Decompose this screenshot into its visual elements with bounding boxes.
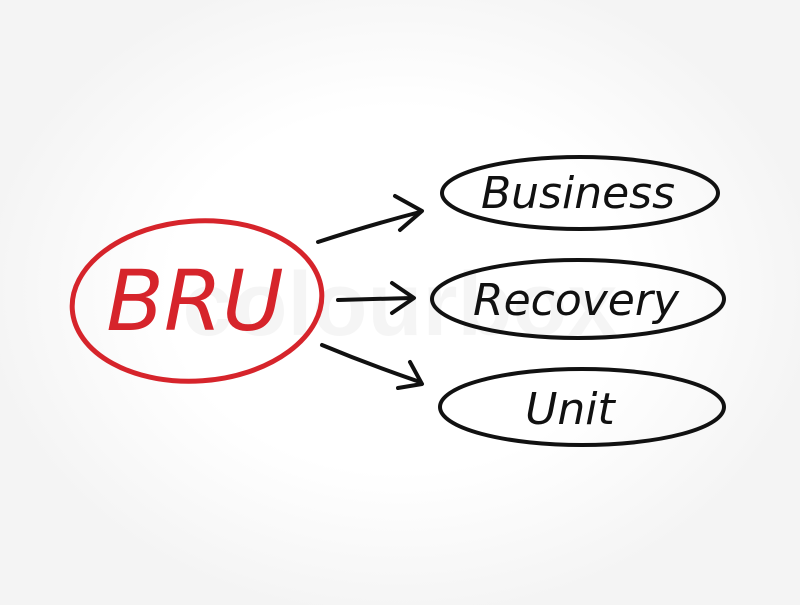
arrowhead-business [393,194,424,232]
center-label: BRU [106,252,283,350]
item-label: Business [481,168,675,219]
item-unit: Unit [438,367,726,447]
item-recovery: Recovery [430,258,726,340]
center-ellipse [69,218,325,384]
arrow-to-business [316,210,422,244]
item-label: Recovery [473,275,680,326]
item-ellipse [430,258,726,340]
center-node: BRU [69,218,325,384]
item-ellipse [440,155,720,231]
arrowhead-unit [396,360,424,390]
arrow-to-recovery [336,296,414,302]
arrowhead-recovery [390,281,416,315]
item-label: Unit [525,384,616,435]
arrow-to-unit [320,343,422,384]
item-business: Business [440,155,720,231]
item-ellipse [438,367,726,447]
